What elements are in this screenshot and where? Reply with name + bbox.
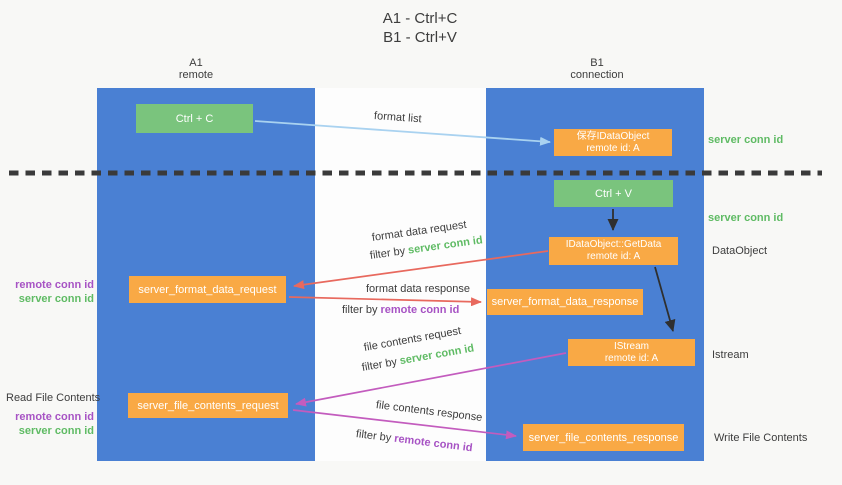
node-server-format-data-request: server_format_data_request [129, 276, 286, 303]
b1-subtitle: connection [570, 69, 624, 81]
format-response-label: server_format_data_response [491, 296, 639, 308]
node-server-file-contents-request: server_file_contents_request [128, 393, 288, 418]
arrow-format-data-response [288, 296, 482, 307]
ctrl-v-label: Ctrl + V [595, 187, 632, 200]
title-line-1: A1 - Ctrl+C [382, 10, 458, 27]
format-request-label: server_format_data_request [138, 283, 277, 296]
right-server-conn-id-2: server conn id [708, 212, 784, 224]
remote-conn-id-label: remote conn id [15, 411, 94, 423]
file-response-label: server_file_contents_response [528, 431, 679, 444]
getdata-line2: remote id: A [586, 251, 641, 262]
file-request-label: server_file_contents_request [137, 399, 279, 412]
server-conn-id-label: server conn id [18, 293, 94, 305]
b1-name: B1 [590, 57, 604, 69]
arrow-getdata-to-istream [654, 266, 676, 332]
remote-conn-id-text: remote conn id [380, 304, 460, 316]
write-file-contents-label: Write File Contents [714, 432, 808, 444]
left-conn-id-group-top: remote conn id server conn id [0, 278, 94, 306]
title-line-2: B1 - Ctrl+V [383, 29, 457, 46]
diagram-title: A1 - Ctrl+C B1 - Ctrl+V [300, 9, 540, 47]
remote-conn-id-label: remote conn id [15, 279, 94, 291]
getdata-line1: IDataObject::GetData [565, 239, 662, 250]
a1-subtitle: remote [178, 69, 214, 81]
node-save-idataobject: 保存IDataObject remote id: A [554, 129, 672, 156]
middle-strip [315, 88, 486, 461]
istream-label: Istream [712, 349, 749, 361]
ctrl-c-label: Ctrl + C [175, 112, 214, 125]
node-server-file-contents-response: server_file_contents_response [523, 424, 684, 451]
save-idataobject-line1: 保存IDataObject [576, 130, 650, 142]
arrow-file-contents-request [295, 352, 567, 407]
arrow-file-contents-response [292, 409, 517, 440]
arrow-format-list [254, 120, 551, 146]
filter-by-text: filter by [342, 304, 378, 316]
column-header-a1: A1 remote [136, 57, 256, 81]
column-header-b1: B1 connection [537, 57, 657, 81]
a1-name: A1 [189, 57, 203, 69]
dataobject-label: DataObject [712, 245, 768, 257]
read-file-contents-label: Read File Contents [6, 392, 101, 404]
server-conn-id-label: server conn id [18, 425, 94, 437]
node-server-format-data-response: server_format_data_response [487, 289, 643, 315]
istream-line2: remote id: A [604, 352, 659, 364]
left-conn-id-group-bottom: remote conn id server conn id [0, 410, 94, 438]
istream-line1: IStream [613, 340, 649, 352]
right-server-conn-id-1: server conn id [708, 134, 784, 146]
node-ctrl-c: Ctrl + C [136, 104, 253, 133]
node-istream: IStream remote id: A [568, 339, 695, 366]
node-ctrl-v: Ctrl + V [554, 180, 673, 207]
node-idataobject-getdata: IDataObject::GetData remote id: A [549, 237, 678, 265]
save-idataobject-line2: remote id: A [586, 142, 640, 154]
label-format-data-response: format data response [366, 283, 470, 295]
arrow-format-data-request [293, 250, 549, 290]
